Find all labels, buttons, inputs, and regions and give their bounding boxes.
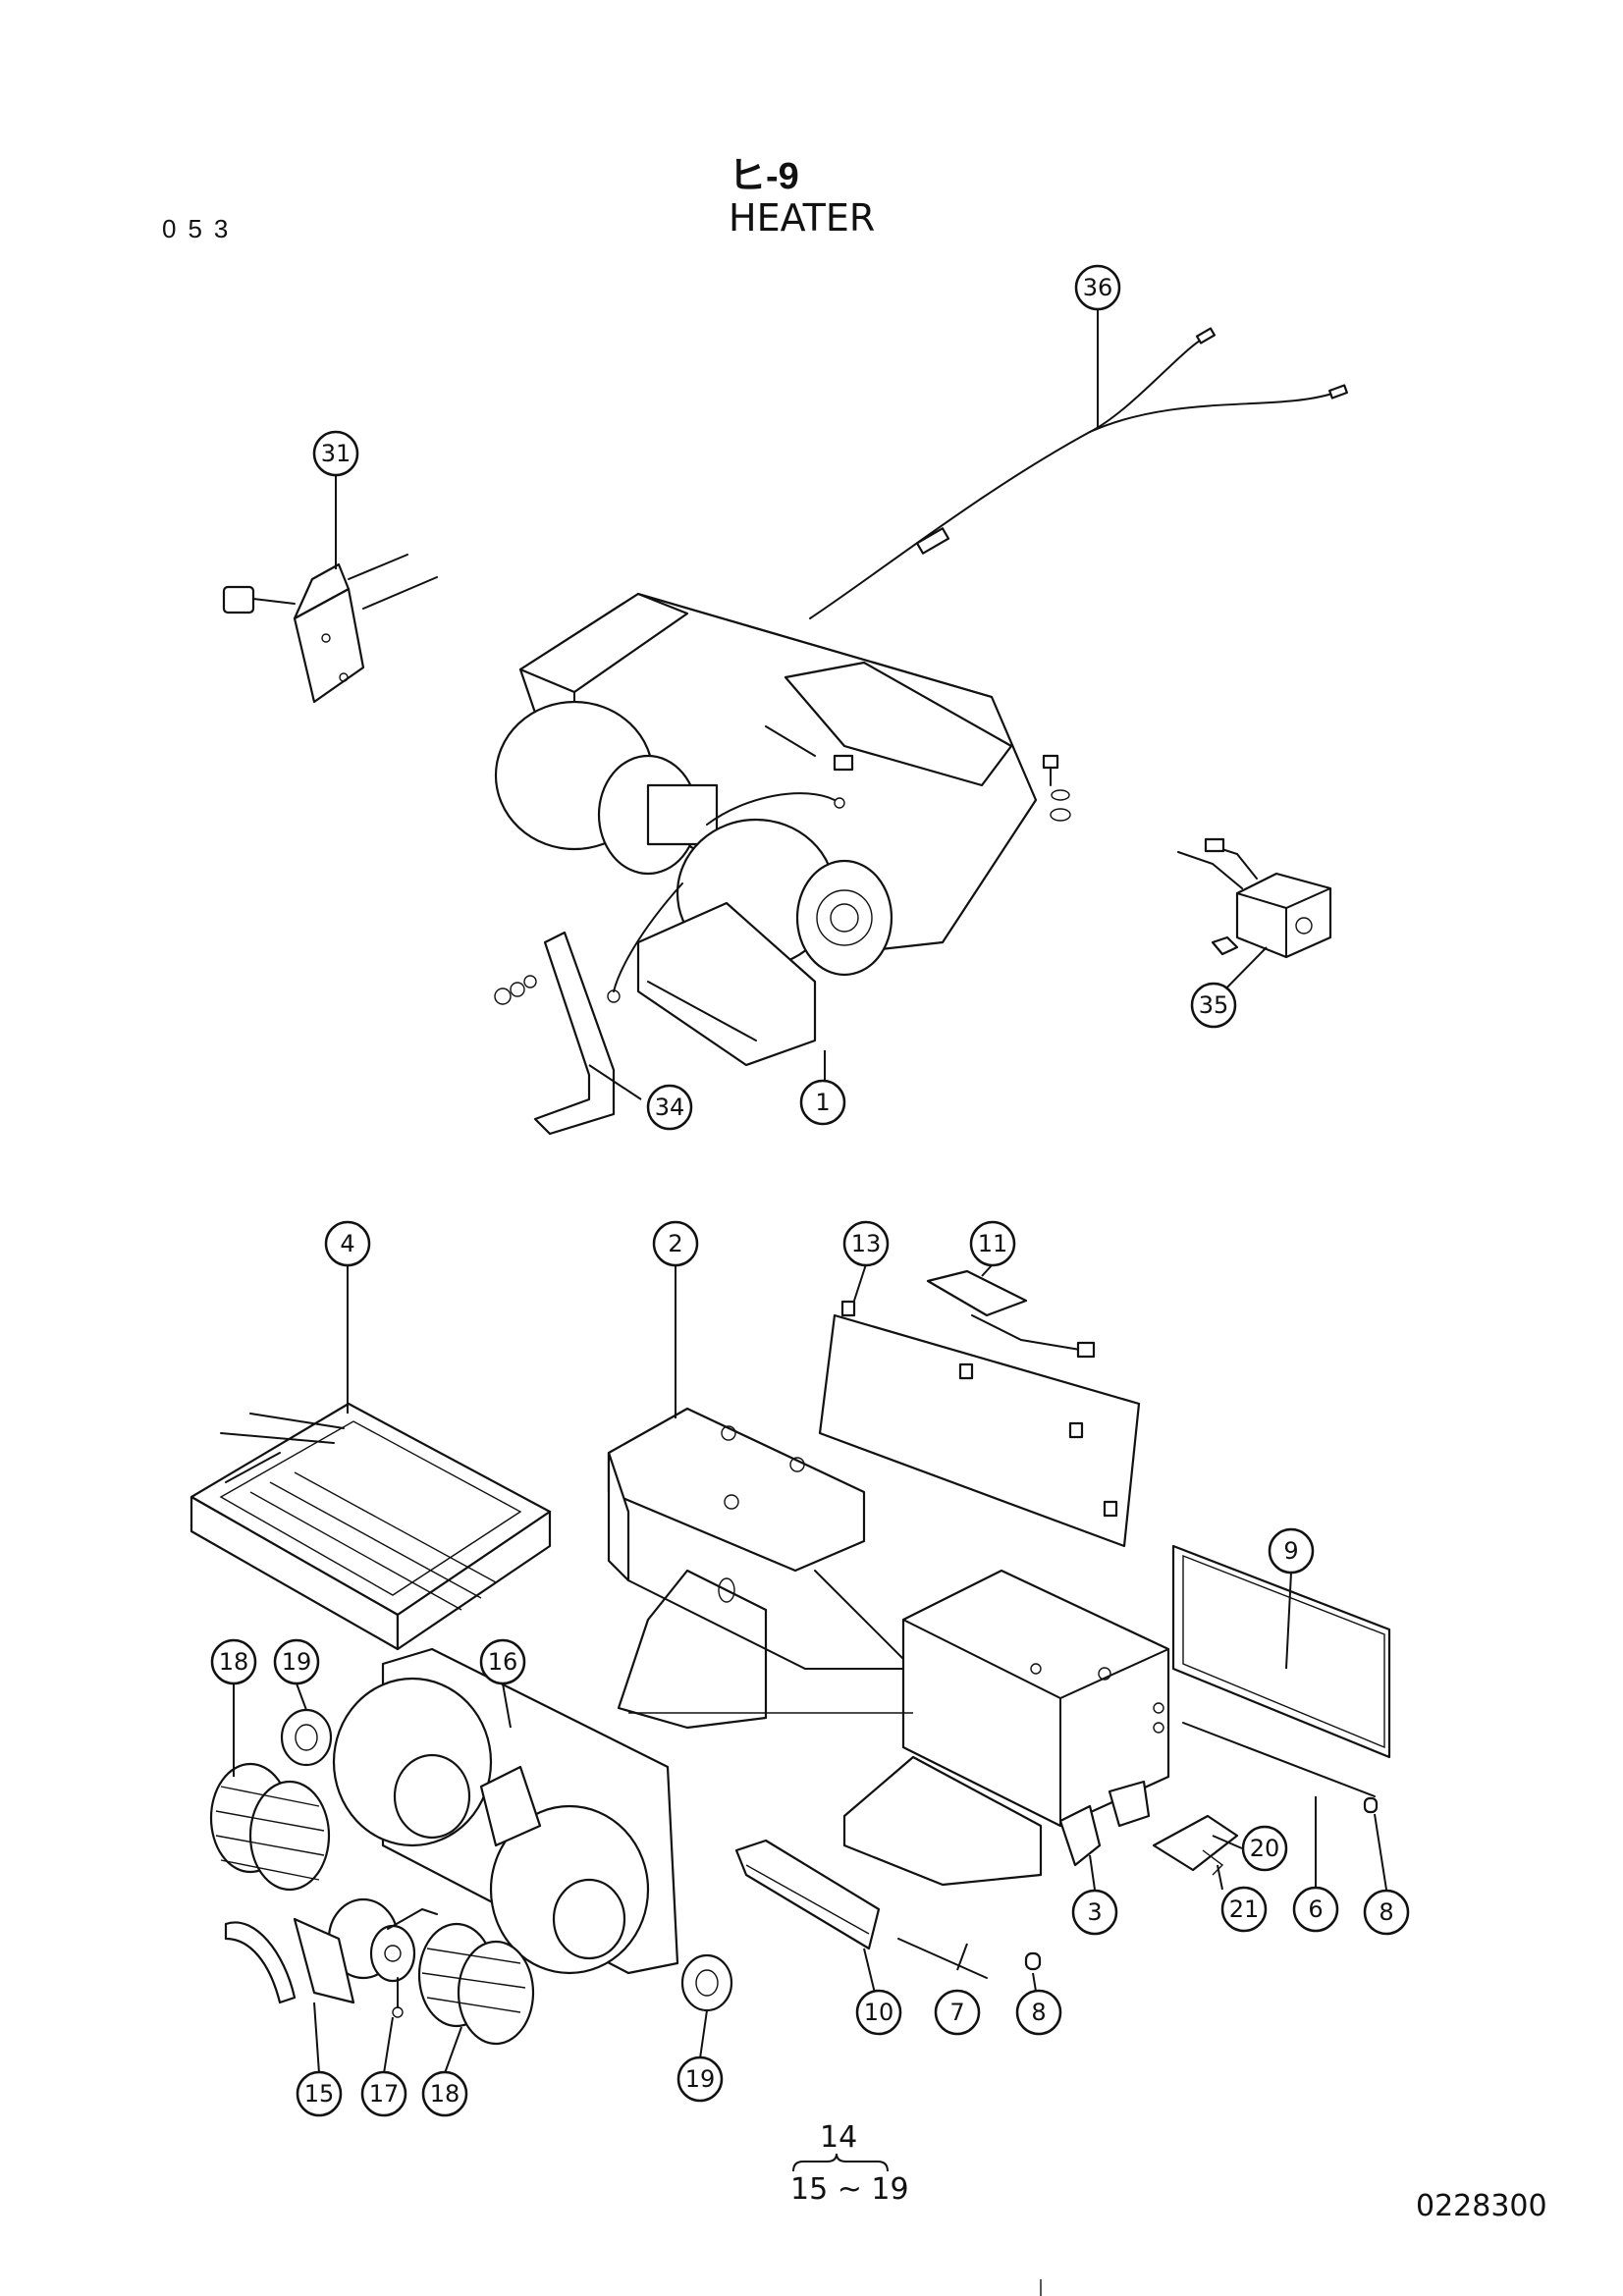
callout-label: 17 bbox=[369, 2080, 400, 2108]
blower-housing bbox=[332, 1647, 679, 1975]
callout-label: 15 bbox=[304, 2080, 335, 2108]
resistor bbox=[1177, 837, 1332, 959]
seal-strip bbox=[734, 1839, 881, 1950]
mounting-bracket bbox=[222, 554, 438, 704]
callout-35: 36 bbox=[1074, 264, 1121, 311]
page-title: HEATER bbox=[729, 196, 876, 240]
callout-label: 20 bbox=[1250, 1835, 1280, 1862]
callout-19: 19 bbox=[273, 1638, 320, 1685]
callout-label: 4 bbox=[340, 1230, 354, 1257]
callout-label: 19 bbox=[282, 1648, 312, 1676]
callout-18: 18 bbox=[210, 1638, 257, 1685]
callout-label: 10 bbox=[864, 1999, 894, 2026]
air-filter bbox=[1171, 1544, 1391, 1759]
callout-13: 13 bbox=[842, 1220, 890, 1267]
callout-4: 4 bbox=[324, 1220, 371, 1267]
callout-36: 35 bbox=[1190, 982, 1237, 1029]
callout-2: 2 bbox=[652, 1220, 699, 1267]
sub-harness bbox=[926, 1269, 1096, 1359]
section-label: ヒ-9 bbox=[729, 156, 799, 197]
leader-lines bbox=[233, 307, 1387, 2074]
callout-9: 9 bbox=[1268, 1527, 1315, 1575]
control-rods bbox=[897, 1722, 1379, 1979]
callout-7: 7 bbox=[934, 1989, 981, 2036]
stay-bracket bbox=[494, 931, 616, 1136]
callout-6: 6 bbox=[1292, 1886, 1339, 1933]
callout-label: 8 bbox=[1379, 1898, 1393, 1926]
callout-label: 16 bbox=[488, 1648, 518, 1676]
cover-plate bbox=[818, 1300, 1141, 1548]
callout-label: 13 bbox=[851, 1230, 882, 1257]
callout-19: 19 bbox=[676, 2056, 724, 2103]
callout-8: 8 bbox=[1015, 1989, 1062, 2036]
callout-label: 1 bbox=[815, 1089, 830, 1116]
callout-label: 7 bbox=[949, 1999, 964, 2026]
callout-17: 17 bbox=[360, 2070, 407, 2117]
callout-label: 3 bbox=[1087, 1898, 1102, 1926]
group-range: 15 ~ 19 bbox=[790, 2172, 909, 2207]
callout-label: 2 bbox=[668, 1230, 682, 1257]
callout-label: 21 bbox=[1229, 1896, 1260, 1923]
callout-label: 11 bbox=[978, 1230, 1008, 1257]
callout-34: 34 bbox=[646, 1084, 693, 1131]
lever-clips bbox=[1058, 1780, 1239, 1876]
callout-16: 16 bbox=[479, 1638, 526, 1685]
group-number: 14 bbox=[820, 2120, 858, 2155]
heater-core bbox=[189, 1402, 552, 1651]
heater-case-upper bbox=[607, 1407, 916, 1730]
callout-label: 18 bbox=[430, 2080, 460, 2108]
callout-label: 36 bbox=[1083, 274, 1113, 301]
callout-11: 11 bbox=[969, 1220, 1016, 1267]
callout-label: 9 bbox=[1283, 1537, 1298, 1565]
wire-harness bbox=[809, 327, 1348, 619]
callout-label: 34 bbox=[655, 1094, 685, 1121]
catalog-code: 053 bbox=[162, 214, 241, 243]
callout-label: 35 bbox=[1199, 991, 1229, 1019]
callout-31: 31 bbox=[312, 430, 359, 477]
bell-mouth-rings bbox=[280, 1708, 733, 2012]
callout-label: 8 bbox=[1031, 1999, 1046, 2026]
callout-18: 18 bbox=[421, 2070, 468, 2117]
callout-8: 8 bbox=[1363, 1889, 1410, 1936]
heater-case-lower bbox=[842, 1569, 1170, 1887]
callout-20: 20 bbox=[1241, 1825, 1288, 1872]
callout-label: 19 bbox=[685, 2065, 716, 2093]
reference-number: 0228300 bbox=[1416, 2189, 1547, 2223]
blower-fan-right bbox=[417, 1922, 535, 2046]
callout-21: 21 bbox=[1220, 1886, 1268, 1933]
group-brace bbox=[792, 2153, 889, 2172]
callout-label: 18 bbox=[219, 1648, 249, 1676]
callout-label: 6 bbox=[1308, 1896, 1323, 1923]
heater-assembly bbox=[494, 592, 1071, 1067]
callout-label: 31 bbox=[321, 440, 352, 467]
callout-3: 3 bbox=[1071, 1889, 1118, 1936]
blower-fan-left bbox=[209, 1762, 331, 1892]
motor-clamp bbox=[224, 1917, 355, 2004]
callout-1: 1 bbox=[799, 1079, 846, 1126]
callout-10: 10 bbox=[855, 1989, 902, 2036]
callout-15: 15 bbox=[296, 2070, 343, 2117]
